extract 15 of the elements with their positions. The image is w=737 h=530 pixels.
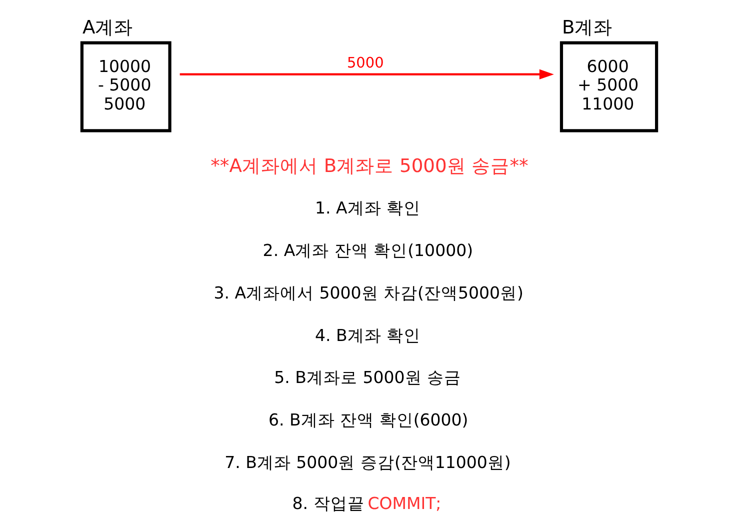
node-label: A계좌 xyxy=(82,17,133,38)
label: 4. B계좌 확인 xyxy=(314,326,420,345)
label: 1. A계좌 확인 xyxy=(314,198,420,218)
label: 3. A계좌에서 5000원 차감(잔액5000원) xyxy=(213,283,523,302)
label: **A계좌에서 B계좌로 5000원 송금** xyxy=(210,156,528,177)
edge-label: 5000 xyxy=(346,55,384,72)
node-box: 6000 + 5000 11000 xyxy=(559,41,658,132)
label: 8. 작업끝 COMMIT; xyxy=(292,494,441,514)
label: 2. A계좌 잔액 확인(10000) xyxy=(262,241,473,260)
label: 7. B계좌 5000원 증감(잔액11000원) xyxy=(224,452,510,472)
node-box: 10000 - 5000 5000 xyxy=(80,41,171,132)
arrow xyxy=(179,69,554,80)
node-label: B계좌 xyxy=(562,17,612,38)
label: 5. B계좌로 5000원 송금 xyxy=(274,368,461,388)
label: 6. B계좌 잔액 확인(6000) xyxy=(268,410,468,430)
